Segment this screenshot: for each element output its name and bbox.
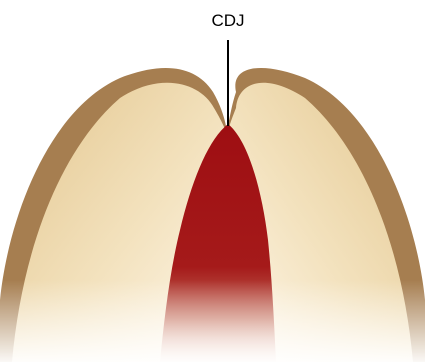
bottom-fade-overlay: [0, 280, 425, 362]
cdj-label: CDJ: [211, 11, 244, 30]
